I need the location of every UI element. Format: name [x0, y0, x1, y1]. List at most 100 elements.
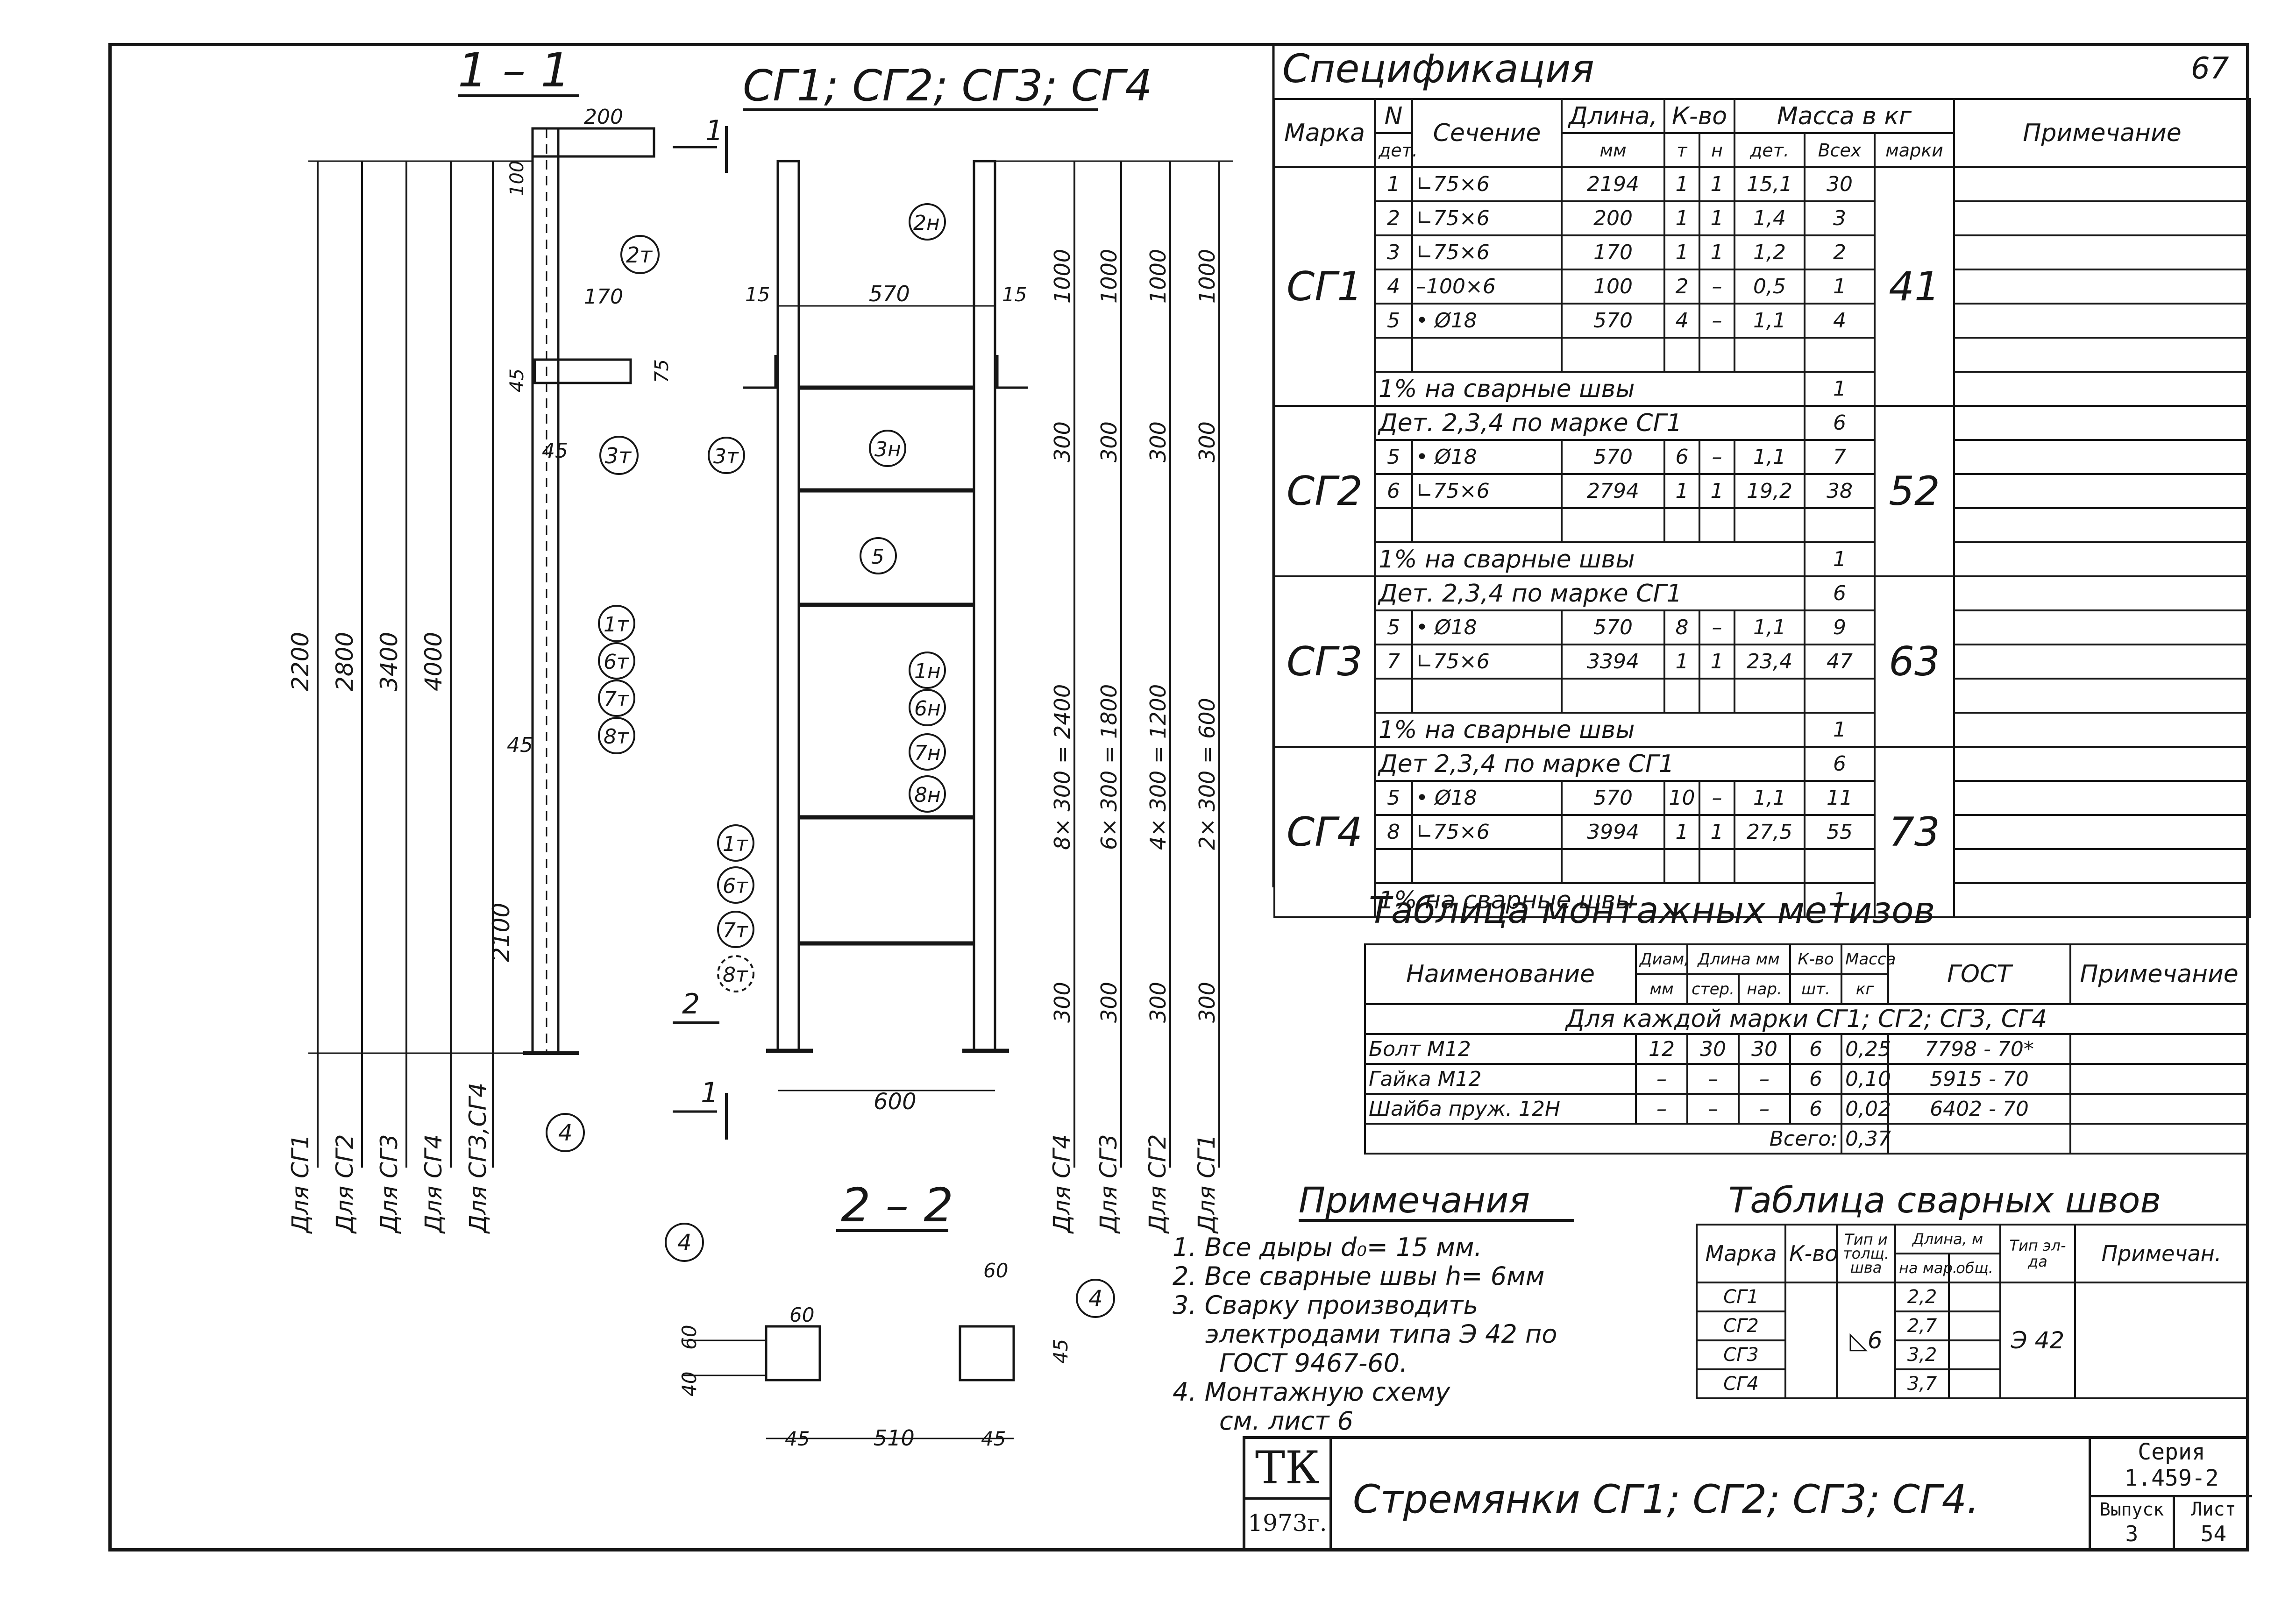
- fasteners-title: Таблица монтажных метизов: [1369, 890, 1935, 932]
- dim-2200: 2200: [287, 632, 314, 691]
- cell-note: [1953, 405, 2251, 441]
- callout-4: 4: [1088, 1286, 1103, 1312]
- cell-note: [1953, 200, 2251, 236]
- dim-300: 300: [1096, 982, 1122, 1023]
- dim-60: 60: [789, 1303, 814, 1326]
- cell: 9: [1804, 609, 1876, 645]
- callout-circle: [909, 203, 946, 241]
- dim-2x300: 2× 300 = 600: [1194, 698, 1220, 850]
- dim-1000: 1000: [1145, 249, 1171, 304]
- dim-1000: 1000: [1194, 249, 1220, 304]
- for-label: Для СГ2: [1144, 1134, 1171, 1234]
- cell: –: [1699, 269, 1735, 305]
- cell: 6: [1789, 1063, 1842, 1095]
- cell: ∟75×6: [1411, 814, 1563, 850]
- dim-1000: 1000: [1050, 249, 1075, 304]
- cell: 11: [1804, 780, 1876, 816]
- series-cell: Серия 1.459-2 Выпуск 3 Лист 54: [2089, 1439, 2252, 1551]
- callout-7t: 7т: [723, 919, 748, 942]
- cell-note: [1953, 678, 2251, 714]
- cell: –: [1686, 1093, 1740, 1125]
- cell-note: [2069, 1093, 2249, 1125]
- for-label: Для СГ1: [1193, 1134, 1220, 1234]
- callout-circle: [869, 430, 906, 467]
- cell-note: [1953, 644, 2251, 680]
- org-name: ТК: [1245, 1439, 1329, 1500]
- dim-300: 300: [1194, 421, 1220, 462]
- cell: 5: [1374, 780, 1413, 816]
- cell: 6: [1789, 1033, 1842, 1065]
- col-qty: К-во: [1784, 1224, 1838, 1283]
- dim-15: 15: [1002, 283, 1027, 306]
- cell: 3,7: [1894, 1368, 1950, 1399]
- col-length: Длина,: [1561, 98, 1665, 134]
- cell-note: [1953, 609, 2251, 645]
- cell: 1,1: [1734, 609, 1806, 645]
- callout-4: 4: [558, 1120, 573, 1146]
- fasteners-table: Наименование Диам, Длина мм К-во Масса Г…: [1364, 943, 2249, 1155]
- callout-circle: [909, 775, 946, 813]
- cell: 1: [1804, 269, 1876, 305]
- cell: 6: [1663, 439, 1700, 475]
- issue-value: 3: [2125, 1521, 2139, 1546]
- cell: 30: [1686, 1033, 1740, 1065]
- cell: • Ø18: [1411, 439, 1563, 475]
- cell-note: [1953, 166, 2251, 202]
- ref-text: Дет 2,3,4 по марке СГ1: [1374, 746, 1806, 782]
- cell: –: [1699, 439, 1735, 475]
- cell: 1: [1663, 200, 1700, 236]
- col-mass: Масса в кг: [1734, 98, 1955, 134]
- dim-3400: 3400: [376, 632, 403, 691]
- col-mark: Марка: [1696, 1224, 1786, 1283]
- cell-note: [1953, 541, 2251, 577]
- col-m-all: Всех: [1804, 132, 1876, 168]
- cell: 5: [1374, 609, 1413, 645]
- cell: 1: [1804, 882, 1876, 918]
- welds-text: 1% на сварные швы: [1374, 712, 1806, 748]
- cell: 0,25: [1841, 1033, 1891, 1065]
- cell-note: [1953, 814, 2251, 850]
- cell-note: [1953, 882, 2251, 918]
- cell: 8: [1374, 814, 1413, 850]
- cell: 30: [1738, 1033, 1791, 1065]
- table-row: 1% на сварные швы 1: [1274, 371, 2251, 407]
- base-plate-left: [765, 1325, 821, 1381]
- col-det: дет.: [1374, 132, 1418, 168]
- table-row: [1274, 507, 2251, 543]
- cell: 23,4: [1734, 644, 1806, 680]
- cell: –: [1635, 1063, 1688, 1095]
- dim-300: 300: [1096, 421, 1122, 462]
- dim-75: 75: [651, 359, 673, 383]
- cell: 1: [1804, 371, 1876, 407]
- cell: 12: [1635, 1033, 1688, 1065]
- dim-170: 170: [584, 285, 623, 309]
- cell: 570: [1561, 439, 1665, 475]
- col-qty: К-во: [1789, 943, 1842, 975]
- callout-6t: 6т: [604, 650, 629, 674]
- cell: Шайба пруж. 12Н: [1364, 1093, 1637, 1125]
- for-label: Для СГ3: [376, 1134, 403, 1234]
- cell: 2194: [1561, 166, 1665, 202]
- table-row: 5 • Ø18 570 4 – 1,1 4: [1274, 303, 2251, 339]
- mass-mark-sg3: 63: [1874, 575, 1955, 748]
- left-stringer: [776, 160, 800, 1052]
- callout-circle: [598, 605, 635, 642]
- table-row: 3 ∟75×6 170 1 1 1,2 2: [1274, 234, 2251, 270]
- section-1-1-title: 1 – 1: [458, 43, 570, 98]
- cell: –: [1686, 1063, 1740, 1095]
- table-row: Болт М12 12 30 30 6 0,25 7798 - 70*: [1364, 1033, 2249, 1065]
- table-row: СГ1 ◺6 2,2 Э 42: [1696, 1282, 2249, 1399]
- col-mark: Марка: [1273, 98, 1376, 168]
- dim-2100: 2100: [488, 903, 515, 962]
- col-qty-unit: шт.: [1789, 973, 1842, 1005]
- callout-circle: [717, 955, 754, 992]
- col-len-all: общ.: [1948, 1253, 2002, 1283]
- callout-7t: 7т: [604, 687, 629, 711]
- table-row: 6 ∟75×6 2794 1 1 19,2 38: [1274, 473, 2251, 509]
- cut-mark-2: 2: [682, 988, 700, 1020]
- cell: ∟75×6: [1411, 166, 1563, 202]
- cell: 4: [1804, 303, 1876, 339]
- callout-6t: 6т: [723, 874, 748, 898]
- total-value: 0,37: [1841, 1123, 1891, 1155]
